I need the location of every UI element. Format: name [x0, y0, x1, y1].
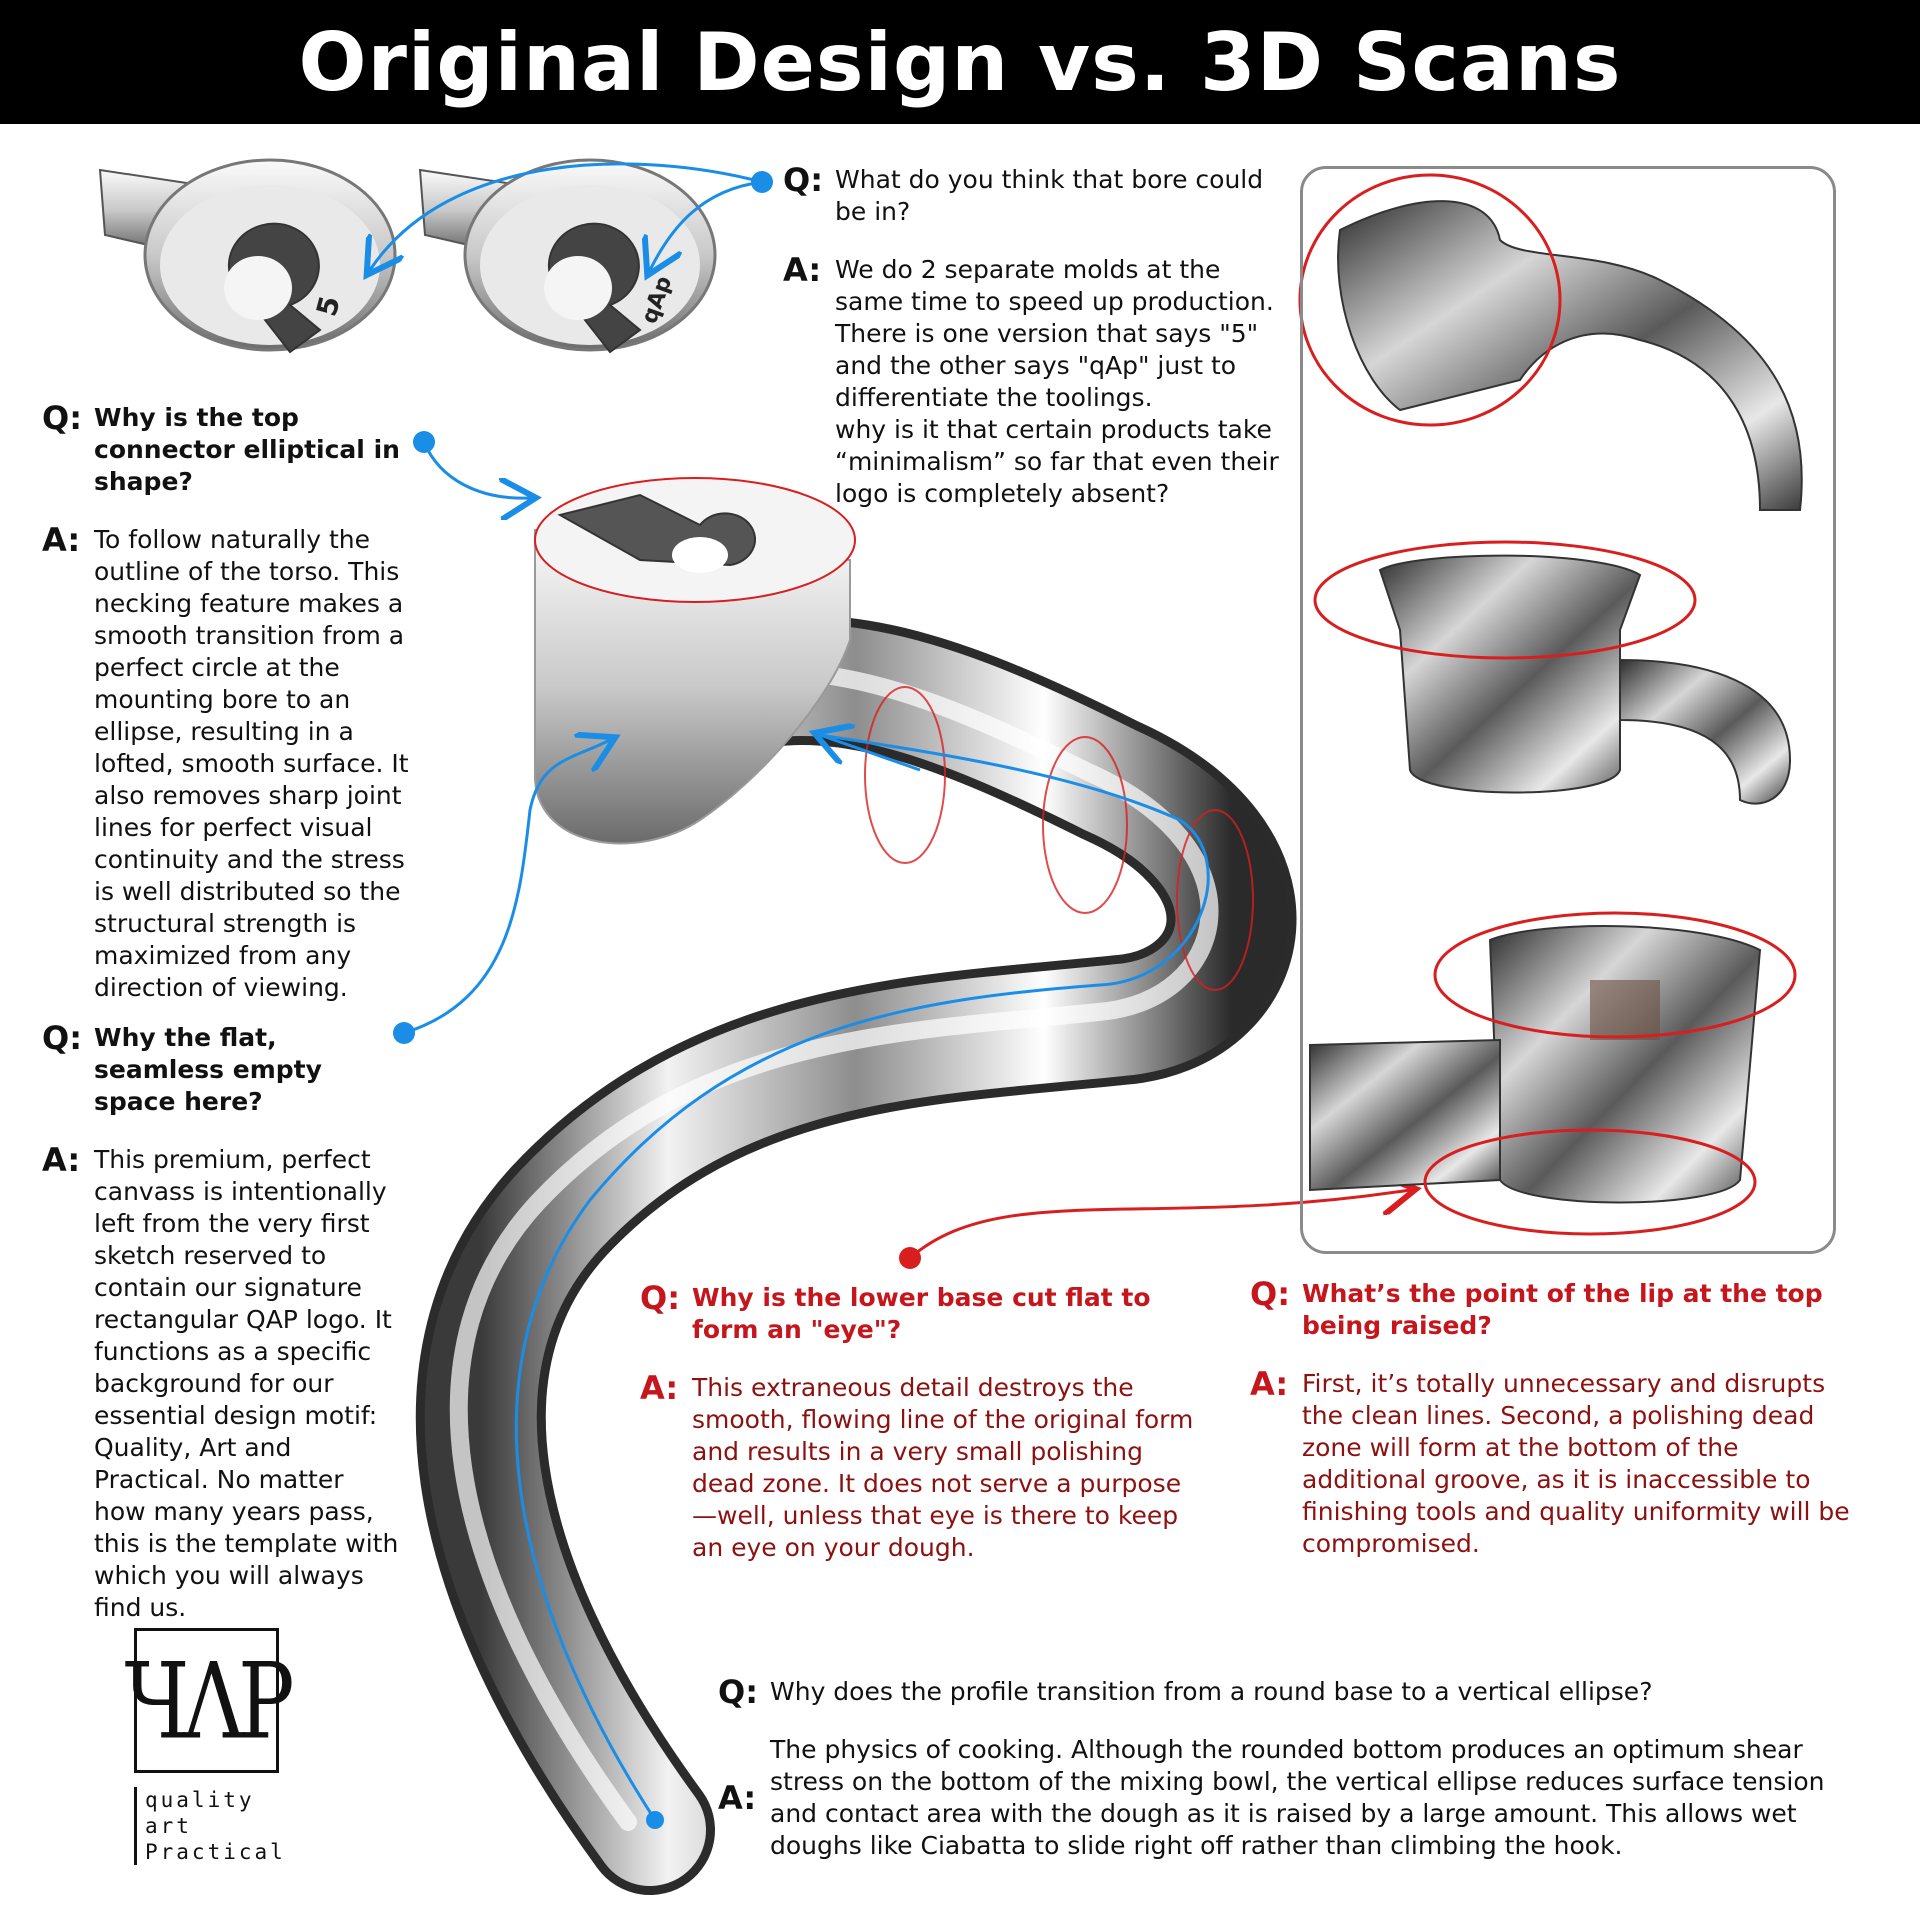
lip-question: What’s the point of the lip at the top b… [1302, 1279, 1823, 1340]
centerline-arrow [820, 735, 921, 772]
bore-answer: We do 2 separate molds at the same time … [835, 255, 1274, 412]
profile-answer: The physics of cooking. Although the rou… [770, 1735, 1825, 1860]
eye-question: Why is the lower base cut flat to form a… [692, 1283, 1151, 1344]
qa-profile: Q: Why does the profile transition from … [718, 1676, 1868, 1862]
logo-word-quality: quality [145, 1788, 255, 1812]
eye-answer: This extraneous detail destroys the smoo… [692, 1373, 1194, 1562]
a-label: A: [640, 1369, 679, 1407]
q-label: Q: [718, 1673, 758, 1711]
bore-callout-arrows [370, 162, 773, 270]
q-label: Q: [783, 161, 823, 199]
a-label: A: [1250, 1365, 1289, 1403]
qap-logo: ЧΛP quality art Practical [124, 1628, 295, 1865]
flat-space-callout-arrow [393, 740, 610, 1044]
qa-bore: Q: What do you think that bore could be … [783, 164, 1283, 510]
logo-mark-box: ЧΛP [124, 1628, 295, 1773]
connector-closeup-1: 5 [98, 158, 397, 354]
q-label: Q: [42, 1019, 82, 1057]
a-label: A: [42, 521, 81, 559]
scan-frame [1300, 166, 1836, 1254]
lip-answer: First, it’s totally unnecessary and disr… [1302, 1369, 1850, 1558]
connector-closeup-2: qAp [418, 158, 717, 354]
connector-callout-arrow [413, 431, 530, 498]
page-title: Original Design vs. 3D Scans [298, 15, 1622, 109]
logo-words: quality art Practical [134, 1787, 286, 1865]
logo-mark: ЧΛP [124, 1639, 294, 1762]
logo-word-art: art [145, 1814, 192, 1838]
qa-eye: Q: Why is the lower base cut flat to for… [640, 1282, 1200, 1564]
eye-callout-arrow [899, 1190, 1410, 1269]
connector-question: Why is the top connector elliptical in s… [94, 403, 400, 496]
q-label: Q: [1250, 1275, 1290, 1313]
bore-answer-extra: why is it that certain products take “mi… [835, 415, 1279, 508]
logo-word-practical: Practical [145, 1840, 286, 1864]
qa-lip: Q: What’s the point of the lip at the to… [1250, 1278, 1870, 1560]
scan-image-2 [1313, 540, 1792, 805]
bore-question: What do you think that bore could be in? [835, 165, 1264, 226]
connector-answer: To follow naturally the outline of the t… [94, 525, 409, 1002]
flat-space-answer: This premium, perfect canvass is intenti… [94, 1145, 399, 1622]
qa-connector: Q: Why is the top connector elliptical i… [42, 402, 422, 1004]
profile-question: Why does the profile transition from a r… [770, 1677, 1653, 1706]
header-bar: Original Design vs. 3D Scans [0, 0, 1920, 124]
a-label: A: [783, 251, 822, 289]
qa-flat-space: Q: Why the flat, seamless empty space he… [42, 1022, 402, 1624]
scan-image-3 [1309, 911, 1797, 1236]
dough-hook-render [415, 477, 1297, 1895]
a-label: A: [42, 1141, 81, 1179]
q-label: Q: [42, 399, 82, 437]
q-label: Q: [640, 1279, 680, 1317]
a-label: A: [718, 1779, 757, 1817]
flat-space-question: Why the flat, seamless empty space here? [94, 1023, 322, 1116]
